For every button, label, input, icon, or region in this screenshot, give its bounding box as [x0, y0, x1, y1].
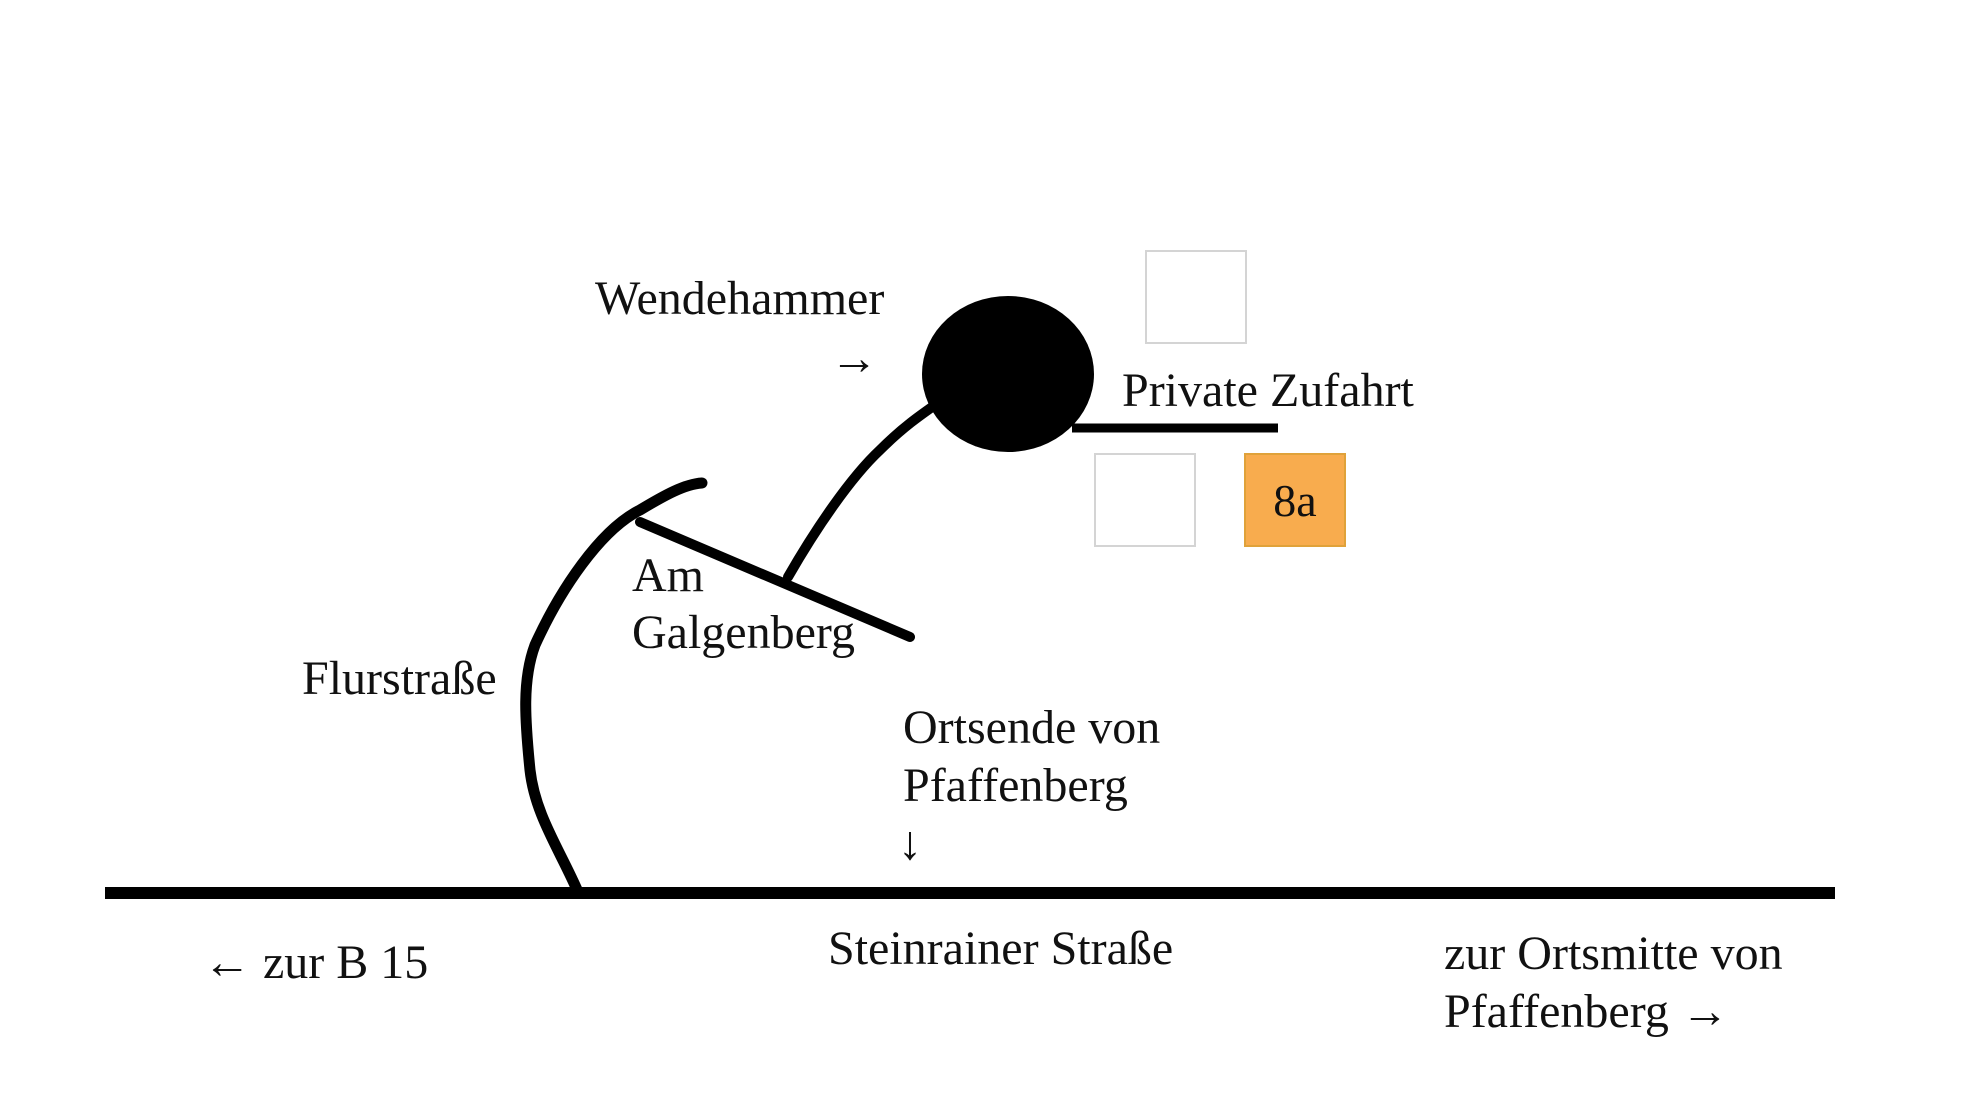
wendehammer-circle — [922, 296, 1094, 452]
label-zur-b15: ← zur B 15 — [203, 936, 429, 989]
am-galgenberg-road — [635, 517, 915, 642]
label-am: Am — [632, 549, 704, 602]
label-galgenberg: Galgenberg — [632, 606, 856, 659]
house-empty-upper — [1145, 250, 1247, 344]
label-ortsmitte-line1: zur Ortsmitte von — [1444, 927, 1783, 980]
label-wendehammer-arrow: → — [830, 332, 878, 385]
label-ortsende-line1: Ortsende von — [903, 701, 1161, 754]
label-flurstrasse: Flurstraße — [302, 652, 497, 705]
label-wendehammer: Wendehammer — [595, 272, 885, 325]
label-ortsmitte-line2: Pfaffenberg → — [1444, 985, 1729, 1038]
access-road-to-wendehammer — [783, 393, 950, 582]
label-steinrainer-strasse: Steinrainer Straße — [828, 922, 1174, 975]
house-empty-lower — [1094, 453, 1196, 547]
flurstrasse-road — [520, 477, 708, 898]
house-8a: 8a — [1244, 453, 1346, 547]
label-ortsende-line2: Pfaffenberg — [903, 759, 1128, 812]
label-ortsende-arrow: ↓ — [898, 817, 922, 870]
label-private-zufahrt: Private Zufahrt — [1122, 364, 1414, 417]
